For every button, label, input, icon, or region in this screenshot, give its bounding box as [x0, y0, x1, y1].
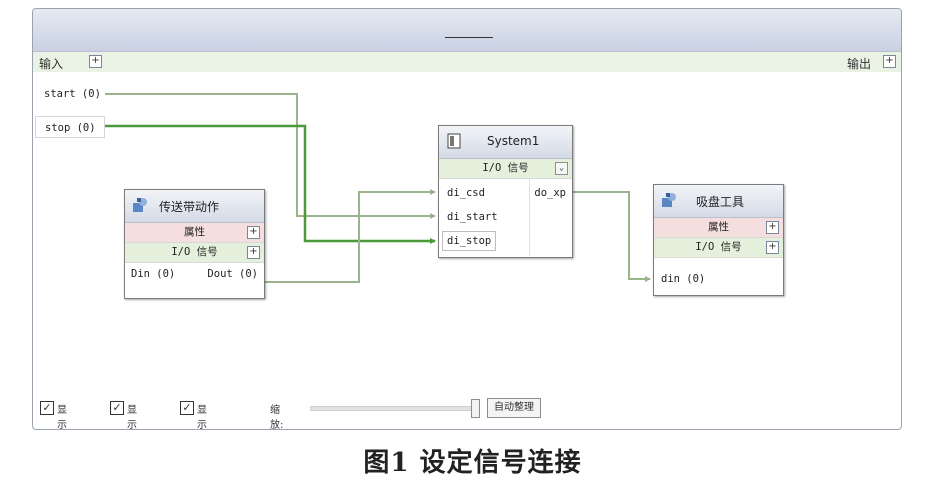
- node-conveyor-io-row: I/O 信号 +: [125, 243, 264, 263]
- io-signal-label: I/O 信号: [171, 246, 218, 258]
- show-bindings-checkbox[interactable]: ✓: [40, 401, 54, 415]
- node-conveyor[interactable]: 传送带动作 属性 + I/O 信号 + Din (0) Dout (0): [124, 189, 265, 299]
- editor-title-bar: [33, 9, 901, 52]
- port-din[interactable]: din (0): [661, 273, 706, 285]
- zoom-slider-track[interactable]: [310, 406, 478, 411]
- port-di-csd[interactable]: di_csd: [447, 187, 485, 199]
- node-system1-title: System1: [487, 134, 540, 148]
- add-input-button[interactable]: +: [89, 55, 102, 68]
- show-unused-label: 显示未使用的: [197, 405, 207, 430]
- title-minimize-line: [445, 37, 493, 38]
- node-gripper-io-row: I/O 信号 +: [654, 238, 783, 258]
- arrow-di-csd: [430, 189, 436, 195]
- show-connections-label: 显示连接: [127, 405, 137, 430]
- expand-io-button[interactable]: +: [766, 241, 779, 254]
- port-divider: [529, 179, 530, 256]
- io-signal-label: I/O 信号: [695, 241, 742, 253]
- input-signal-start[interactable]: start (0): [35, 83, 105, 105]
- node-gripper-properties-row: 属性 +: [654, 218, 783, 238]
- component-icon: [133, 198, 147, 212]
- add-output-button[interactable]: +: [883, 55, 896, 68]
- input-signal-stop[interactable]: stop (0): [35, 116, 105, 138]
- node-gripper-title: 吸盘工具: [696, 195, 745, 209]
- properties-label: 属性: [184, 226, 205, 238]
- component-icon: [662, 193, 676, 207]
- zoom-slider-thumb[interactable]: [471, 399, 480, 418]
- inputs-label: 输入: [39, 57, 64, 71]
- show-unused-checkbox[interactable]: ✓: [180, 401, 194, 415]
- properties-label: 属性: [708, 221, 729, 233]
- expand-properties-button[interactable]: +: [766, 221, 779, 234]
- arrow-di-stop: [430, 238, 436, 244]
- node-conveyor-title: 传送带动作: [159, 200, 220, 214]
- node-system1-io-row: I/O 信号 ⌄: [439, 159, 572, 179]
- outputs-label: 输出: [847, 57, 872, 71]
- port-do-xp[interactable]: do_xp: [534, 187, 566, 199]
- wire-dout-to-di-csd: [265, 191, 435, 283]
- node-system1-header[interactable]: System1: [439, 126, 572, 159]
- port-di-stop[interactable]: di_stop: [442, 231, 497, 251]
- node-gripper[interactable]: 吸盘工具 属性 + I/O 信号 + din (0): [653, 184, 784, 296]
- wire-start-to-di-start: [105, 93, 435, 217]
- expand-io-button[interactable]: +: [247, 246, 260, 259]
- controller-icon: [447, 133, 461, 149]
- show-connections-checkbox[interactable]: ✓: [110, 401, 124, 415]
- wire-doxp-to-din: [571, 191, 650, 280]
- io-header-band: [33, 52, 901, 72]
- node-conveyor-properties-row: 属性 +: [125, 223, 264, 243]
- node-system1[interactable]: System1 I/O 信号 ⌄ di_csd di_start di_stop…: [438, 125, 573, 258]
- port-dout[interactable]: Dout (0): [207, 268, 258, 280]
- connection-wires: [105, 93, 651, 283]
- node-conveyor-header[interactable]: 传送带动作: [125, 190, 264, 223]
- expand-properties-button[interactable]: +: [247, 226, 260, 239]
- zoom-label: 缩放:: [270, 405, 284, 430]
- show-bindings-label: 显示绑定: [57, 405, 67, 430]
- arrow-di-start: [430, 213, 436, 219]
- arrow-din: [645, 276, 651, 282]
- node-gripper-header[interactable]: 吸盘工具: [654, 185, 783, 218]
- figure-caption: 图1 设定信号连接: [363, 448, 582, 478]
- auto-arrange-button[interactable]: 自动整理: [487, 398, 541, 418]
- port-di-start[interactable]: di_start: [447, 211, 498, 223]
- chevron-down-icon[interactable]: ⌄: [555, 162, 568, 175]
- signal-connection-editor: 输入 + 输出 + start (0) stop (0) 传送带动作 属性 +: [32, 8, 902, 430]
- port-din[interactable]: Din (0): [131, 268, 176, 280]
- wire-stop-to-di-stop: [105, 124, 435, 243]
- io-signal-label: I/O 信号: [482, 162, 529, 174]
